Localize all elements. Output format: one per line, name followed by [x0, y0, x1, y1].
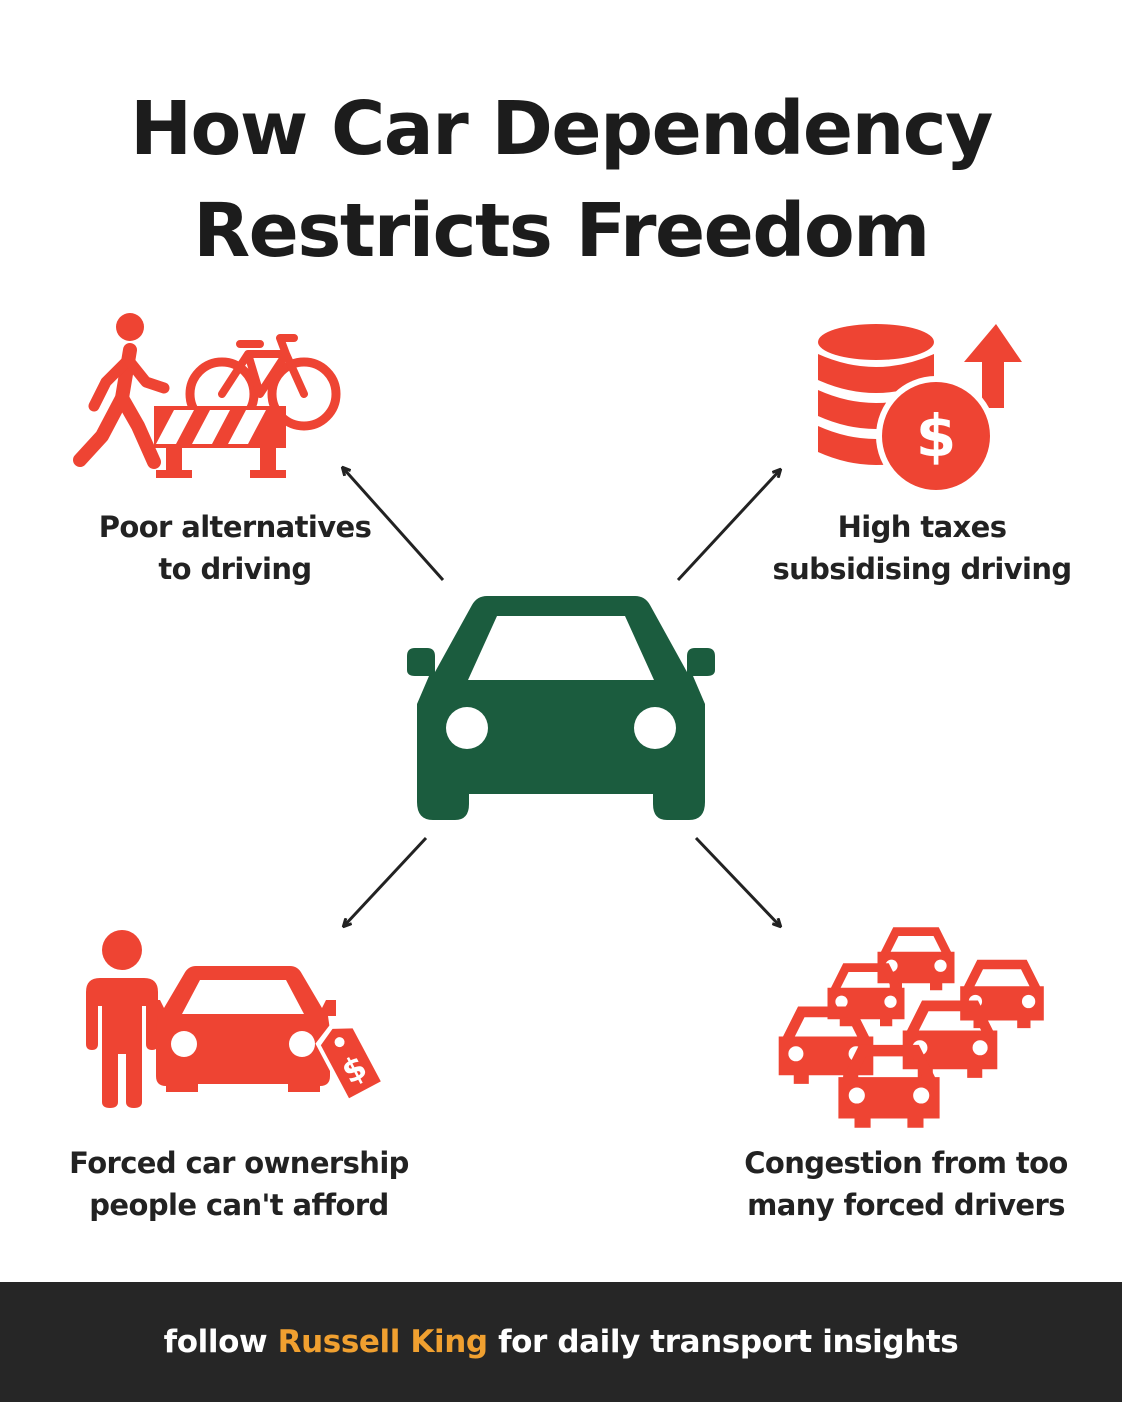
- dollar-sign: $: [916, 402, 956, 470]
- caption-congestion: Congestion from too many forced drivers: [724, 1142, 1088, 1226]
- car-front-icon: [407, 596, 715, 820]
- title-line-1: How Car Dependency: [130, 86, 993, 172]
- caption-line: Poor alternatives: [98, 510, 372, 544]
- caption-line: Congestion from too: [744, 1146, 1068, 1180]
- caption-line: many forced drivers: [747, 1188, 1065, 1222]
- caption-line: to driving: [158, 552, 312, 586]
- author-name: Russell King: [277, 1324, 488, 1360]
- person-car-price-tag-icon: $: [86, 930, 387, 1108]
- caption-forced-ownership: Forced car ownership people can't afford: [50, 1142, 428, 1226]
- traffic-jam-cars-icon: [778, 927, 1044, 1128]
- caption-line: Forced car ownership: [69, 1146, 409, 1180]
- caption-poor-alternatives: Poor alternatives to driving: [60, 506, 410, 590]
- page-title: How Car Dependency Restricts Freedom: [0, 78, 1122, 282]
- coins-dollar-arrow-up-icon: $: [818, 324, 1022, 496]
- footer-text-after: for daily transport insights: [487, 1324, 959, 1360]
- caption-line: High taxes: [837, 510, 1007, 544]
- caption-line: subsidising driving: [772, 552, 1072, 586]
- caption-high-taxes: High taxes subsidising driving: [752, 506, 1092, 590]
- walker-bicycle-barrier-icon: [73, 313, 341, 478]
- footer-text-before: follow: [163, 1324, 278, 1360]
- caption-line: people can't afford: [89, 1188, 389, 1222]
- footer-banner: follow Russell King for daily transport …: [0, 1282, 1122, 1402]
- title-line-2: Restricts Freedom: [193, 188, 930, 274]
